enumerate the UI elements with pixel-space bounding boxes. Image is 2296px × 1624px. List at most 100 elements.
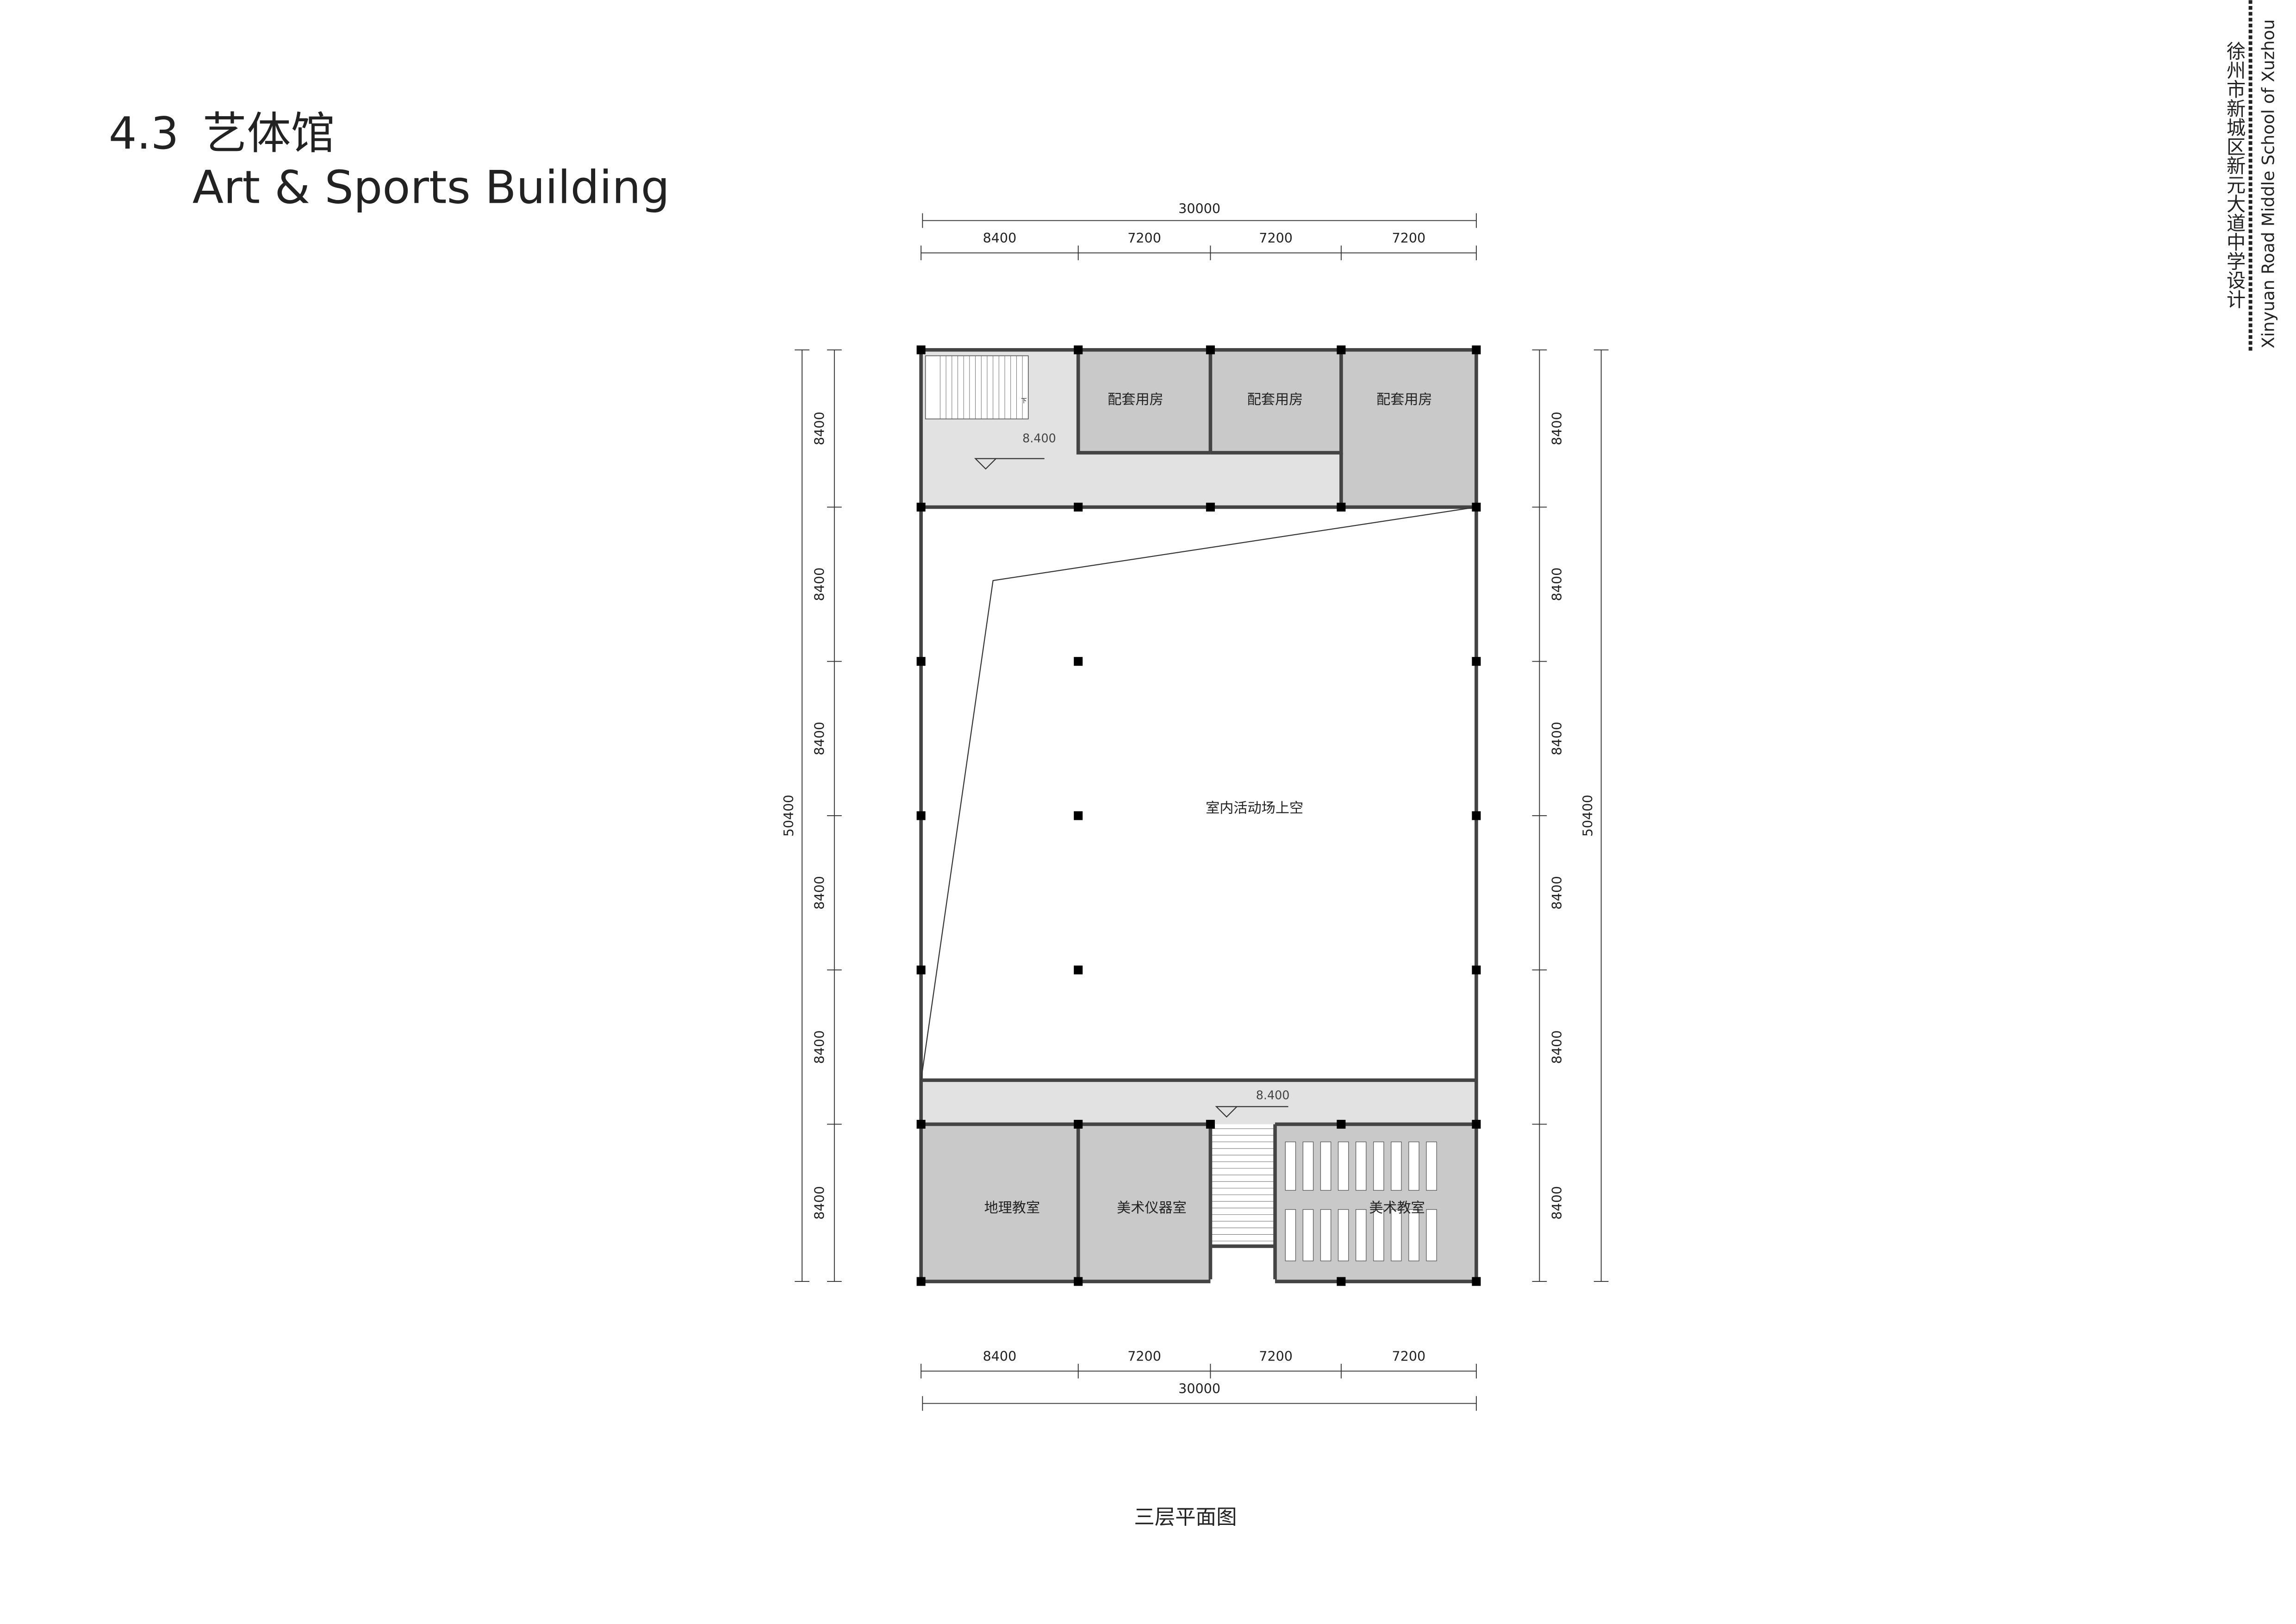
dimension-label: 7200 — [1127, 230, 1161, 246]
room-support-1 — [1078, 350, 1211, 453]
room-art-equipment — [1078, 1124, 1211, 1282]
column — [1206, 502, 1215, 512]
desk — [1338, 1209, 1349, 1262]
side-banner: 徐州市新城区新元大道中学设计 Xinyuan Road Middle Schoo… — [2223, 0, 2278, 353]
desk — [1320, 1141, 1332, 1191]
activity-void — [921, 507, 1476, 1081]
column — [1074, 811, 1083, 820]
north-stair — [925, 355, 1029, 419]
floor-plan: 配套用房 配套用房 配套用房 室内活动场上空 地理教室 美术仪器室 美术教室 8… — [781, 201, 1609, 1529]
dimension-label: 8400 — [1549, 876, 1565, 910]
column — [1337, 502, 1346, 512]
columns — [916, 345, 1481, 1286]
desk — [1408, 1209, 1419, 1262]
desk — [1285, 1141, 1296, 1191]
dimension-label: 8400 — [1549, 722, 1565, 756]
desk — [1355, 1209, 1367, 1262]
desk — [1408, 1141, 1419, 1191]
elevation-marker-north — [974, 458, 1045, 470]
dimension-label: 8400 — [1549, 412, 1565, 445]
column — [1472, 1277, 1481, 1286]
column — [1206, 345, 1215, 355]
column — [1472, 1119, 1481, 1129]
dimension-label: 30000 — [1178, 201, 1220, 217]
south-stair — [1210, 1124, 1276, 1246]
column — [1472, 502, 1481, 512]
dimension-lines: 30000 8400 7200 7200 7200 8400 7200 7200 7200 300… — [781, 201, 1609, 1411]
desk — [1391, 1209, 1402, 1262]
project-title-en: Xinyuan Road Middle School of Xuzhou — [2258, 19, 2278, 349]
title-en: Art & Sports Building — [193, 161, 670, 214]
dimension-label: 8400 — [1549, 1186, 1565, 1220]
stair-treads — [940, 356, 1276, 1242]
column — [1074, 1277, 1083, 1286]
room-geography — [921, 1124, 1078, 1282]
elevation-south: 8.400 — [1256, 1088, 1290, 1102]
column — [916, 1277, 926, 1286]
column — [916, 1119, 926, 1129]
label-art-equipment: 美术仪器室 — [1117, 1200, 1187, 1216]
project-title-cn: 徐州市新城区新元大道中学设计 — [2223, 41, 2246, 309]
column — [916, 965, 926, 974]
room-support-2 — [1210, 350, 1341, 453]
dimension-label: 8400 — [1549, 1031, 1565, 1064]
column — [1074, 345, 1083, 355]
column — [916, 502, 926, 512]
room-support-3 — [1341, 350, 1476, 507]
label-support-2: 配套用房 — [1247, 392, 1303, 408]
dimension-label: 7200 — [1259, 1348, 1293, 1364]
column — [916, 345, 926, 355]
south-corridor — [921, 1080, 1476, 1124]
desk — [1355, 1141, 1367, 1191]
desks — [1285, 1141, 1437, 1262]
desk — [1391, 1141, 1402, 1191]
dimension-label: 8400 — [812, 1031, 828, 1064]
void-edge-line — [921, 506, 1477, 1081]
column — [1472, 811, 1481, 820]
column — [1074, 502, 1083, 512]
dimension-label: 7200 — [1392, 230, 1426, 246]
label-support-1: 配套用房 — [1108, 392, 1164, 408]
column — [1206, 1119, 1215, 1129]
dimension-label: 8400 — [812, 1186, 828, 1220]
dimension-label: 7200 — [1259, 230, 1293, 246]
desk — [1338, 1141, 1349, 1191]
column — [916, 657, 926, 666]
column — [1337, 1277, 1346, 1286]
dimension-label: 8400 — [983, 1348, 1017, 1364]
stair-down-label: 下 — [1021, 397, 1027, 404]
desk — [1285, 1209, 1296, 1262]
elevation-marker-south — [1215, 1106, 1288, 1118]
dimension-label: 8400 — [1549, 568, 1565, 601]
elevation-north: 8.400 — [1022, 431, 1056, 445]
dimension-label: 7200 — [1392, 1348, 1426, 1364]
label-support-3: 配套用房 — [1376, 392, 1432, 408]
dimension-label: 50400 — [781, 795, 796, 837]
desk — [1373, 1141, 1384, 1191]
column — [1074, 657, 1083, 666]
dimension-label: 8400 — [812, 412, 828, 445]
dimension-label: 8400 — [812, 722, 828, 756]
column — [1472, 345, 1481, 355]
dimension-label: 8400 — [812, 876, 828, 910]
desk — [1373, 1209, 1384, 1262]
column — [1337, 1119, 1346, 1129]
column — [1472, 657, 1481, 666]
label-void: 室内活动场上空 — [1206, 800, 1303, 817]
dimension-label: 8400 — [812, 568, 828, 601]
column — [1472, 965, 1481, 974]
section-number: 4.3 — [109, 108, 179, 159]
dimension-label: 8400 — [983, 230, 1017, 246]
dimension-label: 30000 — [1178, 1380, 1220, 1396]
column — [1337, 345, 1346, 355]
column — [1074, 965, 1083, 974]
desk — [1320, 1209, 1332, 1262]
plan-caption: 三层平面图 — [1134, 1505, 1237, 1529]
label-geography: 地理教室 — [984, 1200, 1040, 1216]
desk — [1302, 1209, 1314, 1262]
dimension-label: 50400 — [1580, 795, 1596, 837]
title-cn: 艺体馆 — [203, 108, 335, 159]
desk — [1302, 1141, 1314, 1191]
dimension-label: 7200 — [1127, 1348, 1161, 1364]
